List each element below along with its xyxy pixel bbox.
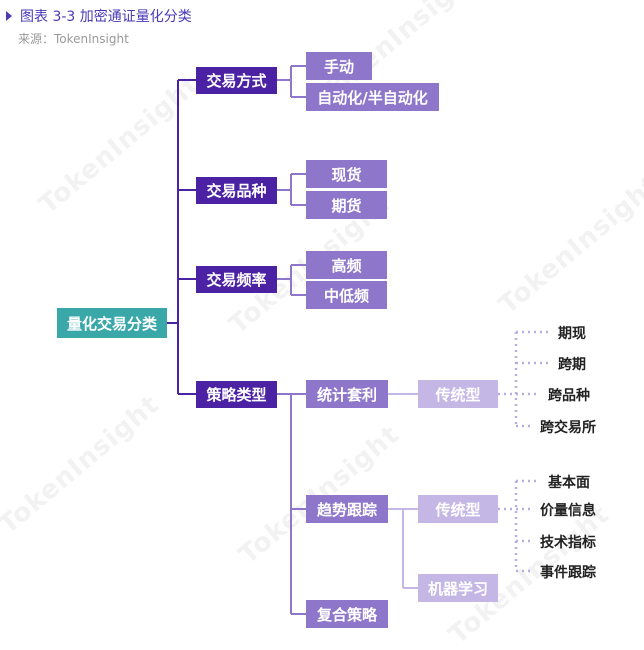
node-high-frequency: 高频 bbox=[306, 251, 387, 279]
category-trade-frequency: 交易频率 bbox=[196, 266, 277, 293]
category-strategy-type: 策略类型 bbox=[196, 381, 277, 408]
leaf-cross-exchange: 跨交易所 bbox=[540, 420, 596, 436]
figure-title: 图表 3-3 加密通证量化分类 bbox=[20, 9, 192, 25]
node-mid-low-frequency: 中低频 bbox=[306, 281, 387, 309]
leaf-event-tracking: 事件跟踪 bbox=[540, 565, 596, 581]
root-node: 量化交易分类 bbox=[57, 308, 167, 338]
node-statistical-arbitrage: 统计套利 bbox=[306, 380, 388, 408]
node-futures: 期货 bbox=[306, 191, 387, 219]
node-traditional-arbitrage: 传统型 bbox=[418, 380, 498, 408]
node-composite-strategy: 复合策略 bbox=[306, 600, 388, 628]
node-traditional-trend: 传统型 bbox=[418, 495, 498, 523]
leaf-cross-period: 跨期 bbox=[558, 357, 586, 373]
node-trend-following: 趋势跟踪 bbox=[306, 495, 388, 523]
leaf-cross-instrument: 跨品种 bbox=[548, 388, 590, 404]
node-spot: 现货 bbox=[306, 160, 387, 188]
node-manual: 手动 bbox=[306, 52, 372, 80]
figure-header: 图表 3-3 加密通证量化分类 bbox=[6, 6, 192, 26]
category-trade-instrument: 交易品种 bbox=[196, 177, 277, 204]
leaf-fundamentals: 基本面 bbox=[548, 475, 590, 491]
leaf-price-volume: 价量信息 bbox=[540, 503, 596, 519]
leaf-technical-indicators: 技术指标 bbox=[540, 535, 596, 551]
node-machine-learning: 机器学习 bbox=[418, 574, 498, 602]
triangle-bullet-icon bbox=[6, 11, 12, 21]
category-trade-method: 交易方式 bbox=[196, 67, 277, 94]
leaf-spot-futures: 期现 bbox=[558, 326, 586, 342]
figure-source: 来源：TokenInsight bbox=[18, 32, 129, 46]
node-automated: 自动化/半自动化 bbox=[306, 83, 439, 111]
